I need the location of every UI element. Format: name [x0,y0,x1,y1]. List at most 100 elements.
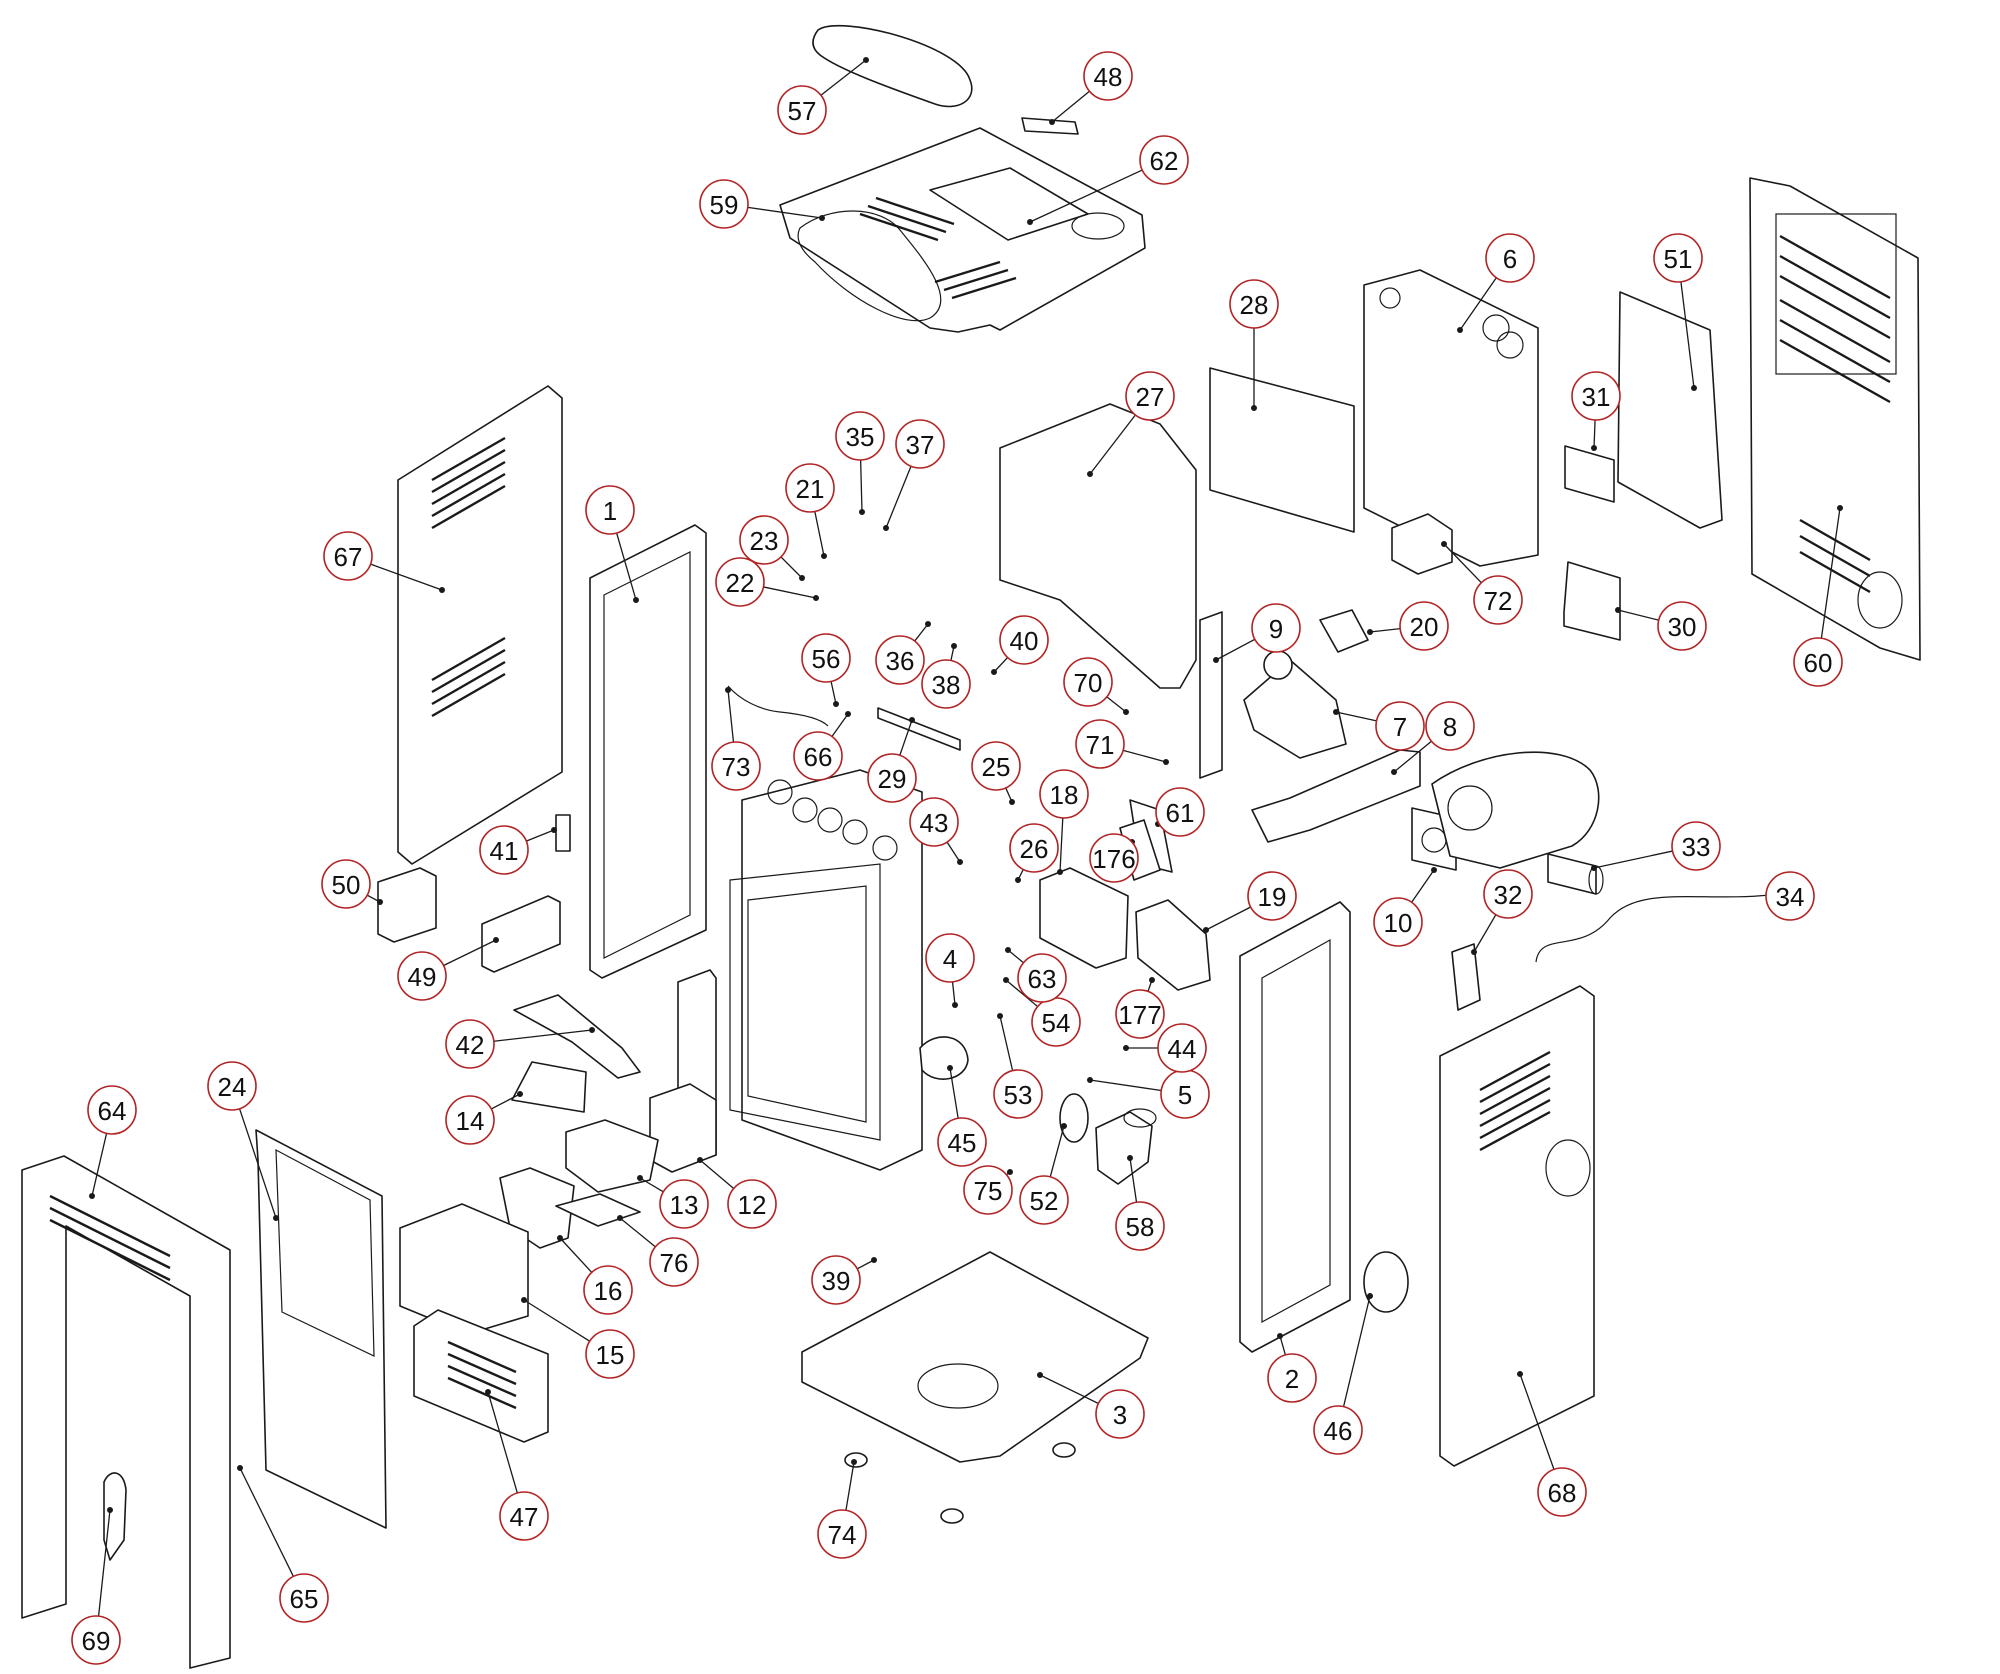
leader-dot-65 [237,1465,243,1471]
callout-circle-60 [1793,637,1843,687]
callout-30: 30 [1657,601,1707,651]
part-58-elbow-mouth [1123,1108,1157,1128]
callout-circle-43 [909,797,959,847]
callout-number-65: 65 [290,1584,319,1614]
leader-dot-4 [952,1002,958,1008]
part-6-rear-frame [1363,269,1539,567]
leader-line-59 [747,206,823,219]
callout-circle-176 [1089,833,1139,883]
leader-dot-57 [863,57,869,63]
leader-dot-47 [485,1389,491,1395]
leader-dot-15 [521,1297,527,1303]
callout-circle-74 [817,1509,867,1559]
callout-number-41: 41 [490,836,519,866]
part-32-bracket [1451,943,1481,1011]
callout-number-30: 30 [1668,612,1697,642]
callout-number-26: 26 [1020,834,1049,864]
callout-65: 65 [279,1573,329,1623]
callout-circle-66 [793,731,843,781]
callout-circle-21 [785,463,835,513]
callout-47: 47 [499,1491,549,1541]
callout-number-71: 71 [1086,730,1115,760]
callout-number-20: 20 [1410,612,1439,642]
callout-22: 22 [715,557,765,607]
leader-dot-12 [697,1157,703,1163]
callout-number-4: 4 [943,944,957,974]
leader-line-5 [1089,1079,1162,1092]
leader-dot-54 [1003,977,1009,983]
leader-dot-22 [813,595,819,601]
leader-line-43 [946,841,961,863]
leader-line-8 [1393,740,1432,773]
callout-circle-34 [1765,871,1815,921]
leader-line-6 [1459,277,1497,331]
callout-circle-9 [1251,603,1301,653]
callout-circle-70 [1063,657,1113,707]
callout-circle-39 [811,1255,861,1305]
leader-line-53 [999,1015,1014,1071]
callout-number-66: 66 [804,742,833,772]
part-47-vents [447,1340,517,1410]
callout-circle-51 [1653,233,1703,283]
leader-dot-1 [633,597,639,603]
leader-line-52 [1049,1125,1065,1178]
callout-number-12: 12 [738,1190,767,1220]
part-60-flue-hole [1857,571,1903,629]
callout-circle-52 [1019,1175,1069,1225]
callout-circle-27 [1125,371,1175,421]
callout-18: 18 [1039,769,1089,819]
callout-39: 39 [811,1255,861,1305]
callout-7: 7 [1375,701,1425,751]
callout-19: 19 [1247,871,1297,921]
callout-number-62: 62 [1150,146,1179,176]
leader-line-18 [1059,817,1064,873]
leader-line-24 [238,1108,277,1219]
part-3-center-hole [917,1363,999,1409]
leader-dot-75 [1007,1169,1013,1175]
callout-circle-61 [1155,787,1205,837]
leader-line-70 [1106,696,1127,713]
part-46-ring [1363,1251,1409,1313]
leader-line-22 [763,586,817,599]
callout-circle-32 [1483,869,1533,919]
callout-circle-59 [699,179,749,229]
callout-circle-24 [207,1061,257,1111]
part-28-hopper-panel [1209,367,1355,533]
leader-line-46 [1342,1295,1371,1407]
callout-number-59: 59 [710,190,739,220]
leader-line-74 [845,1461,855,1511]
leader-dot-58 [1127,1155,1133,1161]
part-6-holes [1379,287,1524,359]
part-13-ash-tray [565,1119,659,1193]
callout-number-29: 29 [878,764,907,794]
part-48-bracket [1021,117,1079,135]
callout-number-31: 31 [1582,382,1611,412]
leader-dot-66 [845,711,851,717]
leader-line-45 [949,1067,959,1119]
callout-76: 76 [649,1237,699,1287]
leader-line-42 [493,1029,593,1042]
part-1-inner-cutout [603,551,691,959]
callout-circle-68 [1537,1467,1587,1517]
leader-dot-42 [589,1027,595,1033]
leader-line-1 [616,532,637,601]
callout-31: 31 [1571,371,1621,421]
callout-16: 16 [583,1265,633,1315]
callout-27: 27 [1125,371,1175,421]
part-67-left-side-panel [397,385,563,865]
leader-dot-177 [1149,977,1155,983]
leader-line-33 [1593,850,1673,869]
leader-dot-2 [1277,1333,1283,1339]
callout-circle-3 [1095,1389,1145,1439]
callout-circle-50 [321,859,371,909]
part-49-mount-bracket [481,895,561,973]
leader-line-76 [619,1217,656,1248]
callout-69: 69 [71,1615,121,1665]
leader-dot-33 [1591,865,1597,871]
callout-33: 33 [1671,821,1721,871]
callout-number-36: 36 [886,646,915,676]
callout-circle-2 [1267,1353,1317,1403]
part-14-channel [511,1061,587,1113]
callout-number-60: 60 [1804,648,1833,678]
callout-56: 56 [801,633,851,683]
